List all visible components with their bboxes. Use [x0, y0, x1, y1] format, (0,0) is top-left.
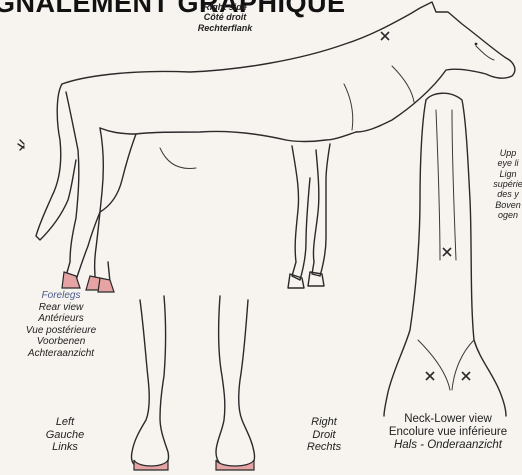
left-nl: Links	[30, 441, 100, 454]
forelegs-rear-label: Forelegs Rear view Antérieurs Vue postér…	[2, 290, 120, 359]
right-side-fr: Côté droit	[180, 12, 270, 22]
upper-eye-l0: Upp	[478, 148, 522, 158]
rear-view-nl: Achteraanzicht	[2, 348, 120, 360]
upper-eye-l5: Boven	[478, 200, 522, 210]
upper-eye-l6: ogen	[478, 210, 522, 220]
neck-lower-label: Neck-Lower view Encolure vue inférieure …	[364, 413, 522, 453]
left-label: Left Gauche Links	[30, 416, 100, 454]
forelegs-fr: Antérieurs	[2, 313, 120, 325]
upper-eye-l1: eye li	[478, 158, 522, 168]
neck-lower-drawing	[384, 93, 506, 416]
rear-view-fr: Vue postérieure	[2, 325, 120, 337]
rear-view-en: Rear view	[2, 302, 120, 314]
forelegs-rear-drawing	[132, 296, 255, 470]
left-fr: Gauche	[30, 429, 100, 442]
right-side-en: Right side	[180, 2, 270, 12]
neck-nl: Hals - Onderaanzicht	[364, 439, 522, 452]
whorl-mark-icon	[381, 32, 389, 40]
left-en: Left	[30, 416, 100, 429]
right-nl: Rechts	[294, 441, 354, 454]
right-en: Right	[294, 416, 354, 429]
right-side-label: Right side Côté droit Rechterflank	[180, 2, 270, 33]
right-side-nl: Rechterflank	[180, 23, 270, 33]
forelegs-en: Forelegs	[2, 290, 120, 302]
upper-eye-l4: des y	[478, 189, 522, 199]
upper-eye-l2: Lign	[478, 169, 522, 179]
forelegs-nl: Voorbenen	[2, 336, 120, 348]
upper-eye-label: Upp eye li Lign supérie des y Boven ogen	[478, 148, 522, 220]
neck-fr: Encolure vue inférieure	[364, 426, 522, 439]
right-fr: Droit	[294, 429, 354, 442]
page-title: GNALEMENT GRAPHIQUE	[0, 0, 346, 19]
right-label: Right Droit Rechts	[294, 416, 354, 454]
upper-eye-l3: supérie	[478, 179, 522, 189]
neck-en: Neck-Lower view	[364, 413, 522, 426]
